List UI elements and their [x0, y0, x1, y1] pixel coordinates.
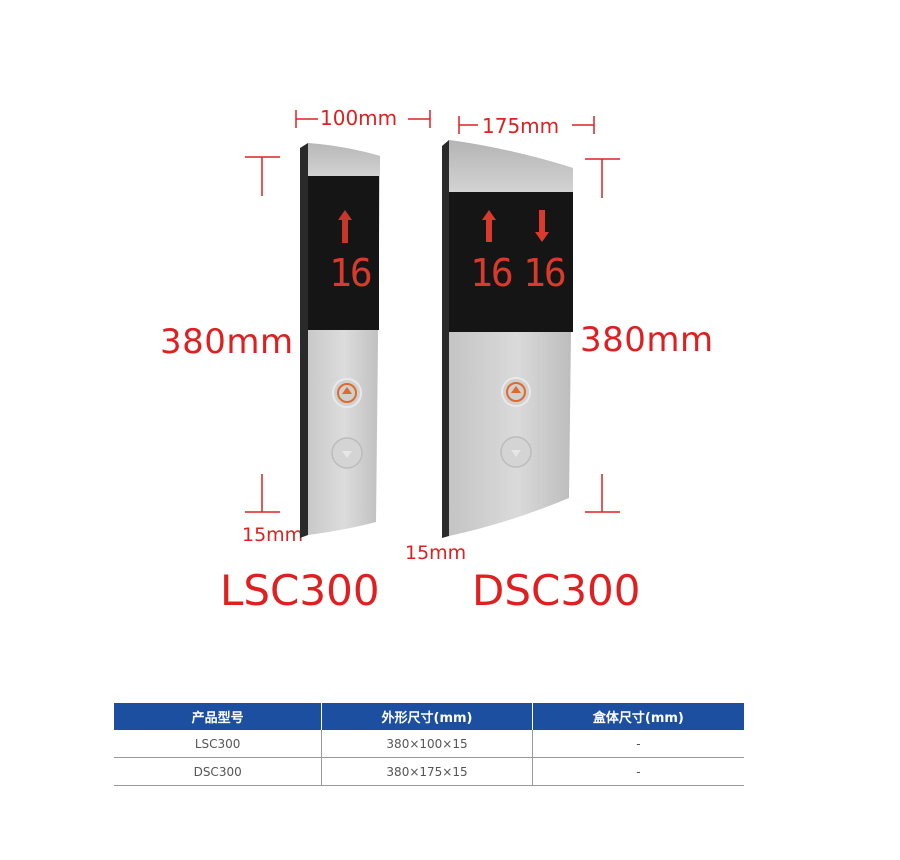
- dimension-lines: [245, 110, 620, 513]
- dsc300-panel: 16 16: [442, 140, 573, 538]
- lsc-floor-digits: 16: [329, 251, 371, 295]
- dsc-height-label: 380mm: [580, 320, 714, 360]
- dsc-depth-label: 15mm: [405, 542, 467, 564]
- down-icon: [511, 450, 521, 457]
- lsc-model-label: LSC300: [220, 566, 380, 615]
- lsc-height-label: 380mm: [160, 322, 294, 362]
- cell-box-size: -: [532, 757, 744, 786]
- down-arrow-icon: [535, 210, 549, 242]
- header-outer-size: 外形尺寸(mm): [321, 703, 533, 730]
- lsc300-panel: 16: [300, 143, 380, 538]
- cell-outer-size: 380×100×15: [321, 730, 533, 758]
- dsc-display: [449, 192, 573, 332]
- up-arrow-icon: [338, 210, 352, 243]
- header-model: 产品型号: [114, 703, 323, 730]
- dsc-floor-digits-right: 16: [523, 251, 565, 295]
- dsc-model-label: DSC300: [472, 566, 641, 615]
- cell-box-size: -: [532, 730, 744, 758]
- table-header-row: 产品型号 外形尺寸(mm) 盒体尺寸(mm): [114, 703, 744, 730]
- header-box-size: 盒体尺寸(mm): [532, 703, 744, 730]
- up-icon: [511, 386, 521, 393]
- cell-model: LSC300: [114, 730, 323, 758]
- down-icon: [342, 451, 352, 458]
- dsc-floor-digits-left: 16: [470, 251, 512, 295]
- up-icon: [342, 387, 352, 394]
- lsc-width-label: 100mm: [320, 106, 398, 130]
- cell-outer-size: 380×175×15: [321, 757, 533, 786]
- up-arrow-icon: [482, 210, 496, 242]
- lsc-display: [308, 176, 379, 330]
- cell-model: DSC300: [114, 757, 323, 786]
- spec-table: 产品型号 外形尺寸(mm) 盒体尺寸(mm) LSC300 380×100×15…: [114, 703, 744, 786]
- lsc-depth-label: 15mm: [242, 524, 304, 546]
- dsc-width-label: 175mm: [482, 114, 560, 138]
- table-row: LSC300 380×100×15 -: [114, 730, 744, 758]
- table-row: DSC300 380×175×15 -: [114, 757, 744, 786]
